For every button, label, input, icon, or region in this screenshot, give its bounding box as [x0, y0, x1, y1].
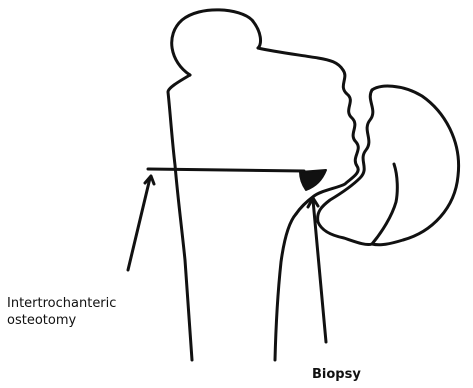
- biopsy-leader-line: [313, 200, 326, 342]
- osteotomy-line: [148, 169, 304, 171]
- biopsy-site: [300, 170, 326, 190]
- osteotomy-label: Intertrochanteric osteotomy: [7, 295, 116, 329]
- femoral-neck-outline: [258, 48, 343, 70]
- biopsy-label: Biopsy: [312, 366, 361, 383]
- osteotomy-label-line1: Intertrochanteric: [7, 295, 116, 312]
- osteotomy-label-line2: osteotomy: [7, 312, 116, 329]
- femur-inner-contour: [275, 214, 296, 360]
- detached-fragment-outline: [372, 86, 459, 245]
- fracture-edge-proximal: [296, 70, 358, 214]
- femur-left-contour: [168, 75, 192, 360]
- femoral-head-outline: [172, 10, 261, 75]
- fragment-wavy-edge: [318, 90, 373, 245]
- osteotomy-leader-line: [128, 178, 150, 270]
